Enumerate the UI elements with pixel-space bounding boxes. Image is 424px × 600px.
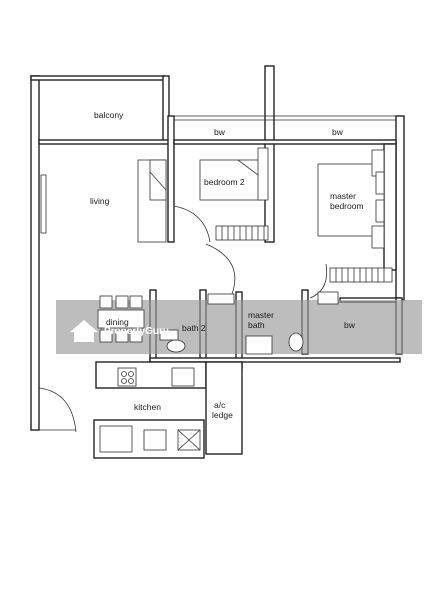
watermark-text: PropertyGuru (104, 326, 169, 337)
label-master-bedroom-1: master (330, 191, 356, 201)
master-bath-fixtures (245, 291, 339, 355)
label-ac-ledge-2: ledge (212, 410, 233, 420)
label-living: living (90, 196, 110, 206)
dining-furniture (97, 295, 145, 343)
label-ac-ledge-1: a/c (214, 400, 226, 410)
label-kitchen: kitchen (134, 402, 161, 412)
label-balcony: balcony (94, 110, 124, 120)
label-master-bath-2: bath (248, 320, 265, 330)
label-master-bedroom-2: bedroom (330, 201, 364, 211)
label-bw-3: bw (344, 320, 356, 330)
bedroom2-furniture (173, 147, 269, 243)
label-master-bath-1: master (248, 310, 274, 320)
sofa (137, 159, 167, 243)
label-bath2: bath 2 (182, 323, 206, 333)
label-bedroom2: bedroom 2 (204, 177, 245, 187)
bath2-fixtures (159, 293, 235, 353)
watermark-logo: PropertyGuru (70, 320, 169, 342)
watermark-house-icon (70, 320, 98, 342)
label-bw-2: bw (332, 127, 344, 137)
label-dining: dining (106, 317, 129, 327)
living-window (40, 174, 47, 234)
master-bedroom-furniture (309, 149, 393, 299)
label-bw-1: bw (214, 127, 226, 137)
kitchen-fixtures (99, 367, 201, 453)
